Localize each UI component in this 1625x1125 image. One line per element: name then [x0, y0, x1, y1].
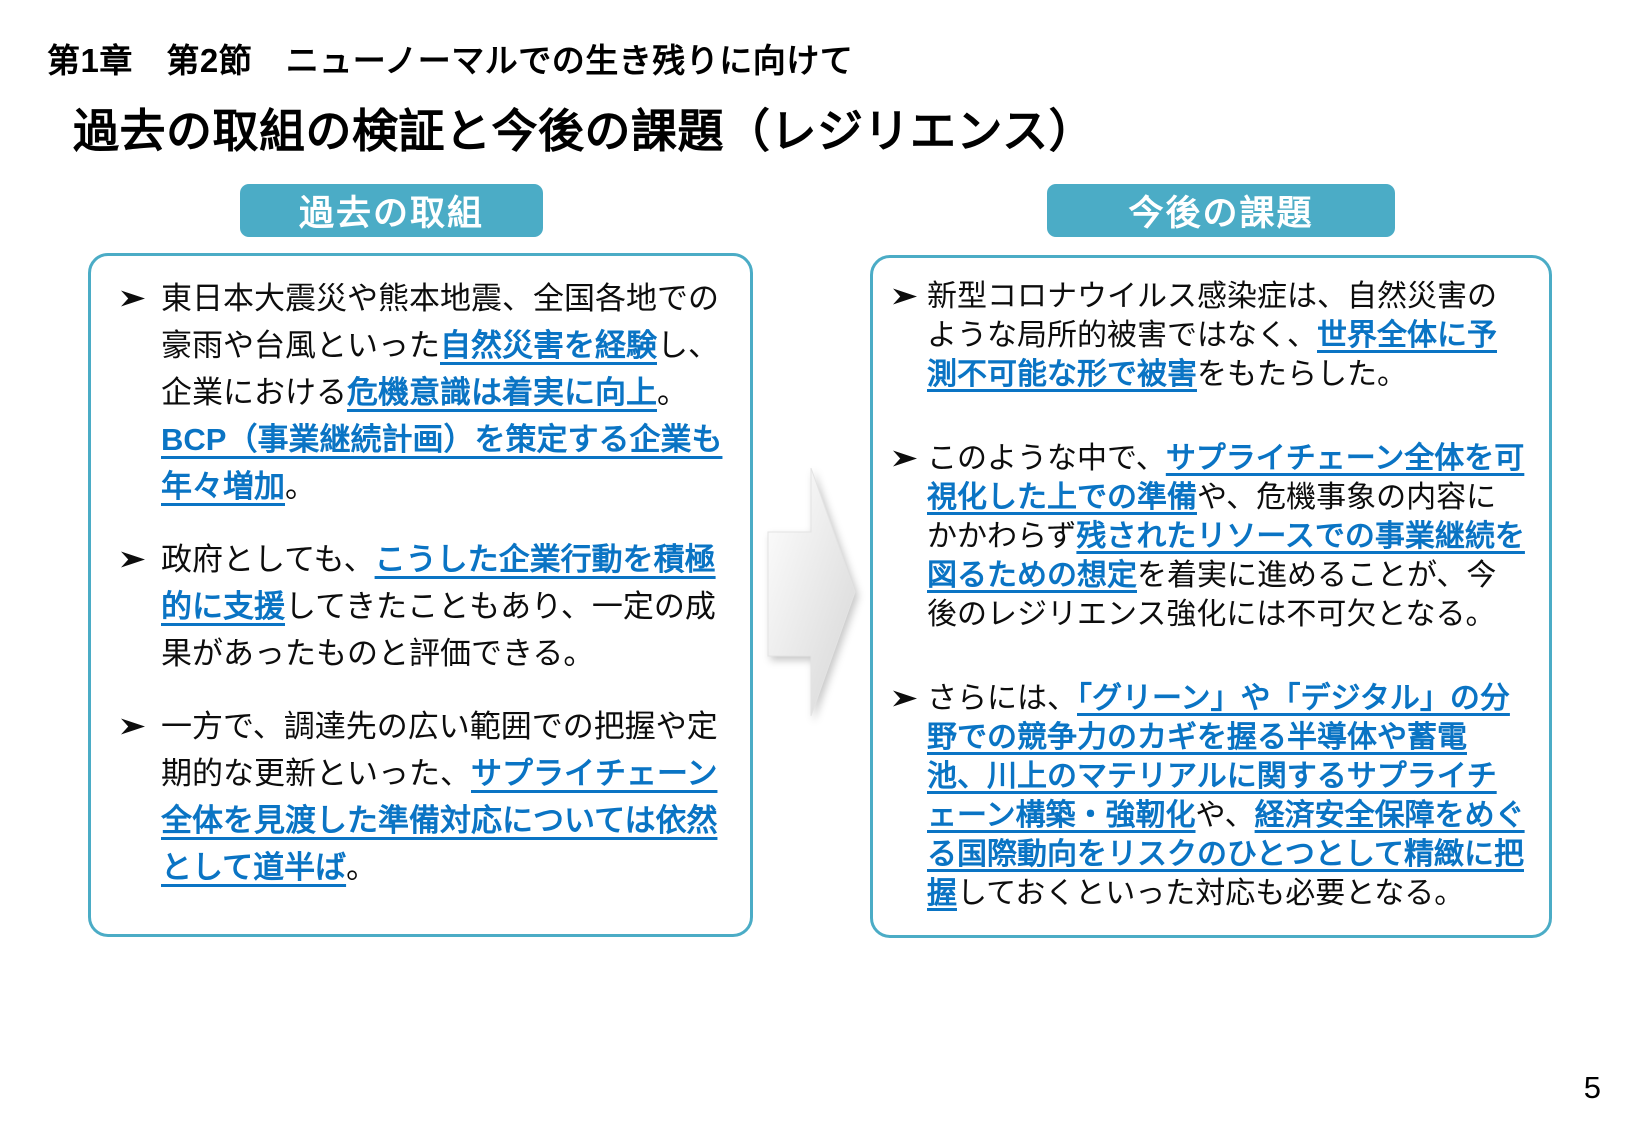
bullet-text: さらには、「グリーン」や「デジタル」の分野での競争力のカギを握る半導体や蓄電池、…	[927, 682, 1525, 910]
bullet-text: このような中で、サプライチェーン全体を可視化した上での準備や、危機事象の内容にか…	[927, 442, 1525, 631]
bullet-item: 政府としても、こうした企業行動を積極的に支援してきたこともあり、一定の成果があっ…	[113, 536, 725, 677]
bullet-marker	[885, 277, 927, 306]
bullet-item: このような中で、サプライチェーン全体を可視化した上での準備や、危機事象の内容にか…	[885, 439, 1525, 634]
arrowhead-right-icon	[121, 290, 145, 307]
bullet-item: 一方で、調達先の広い範囲での把握や定期的な更新といった、サプライチェーン全体を見…	[113, 703, 725, 891]
bullet-marker	[113, 703, 161, 736]
arrowhead-right-icon	[893, 450, 917, 467]
column-header-past: 過去の取組	[240, 184, 543, 237]
bullet-marker	[113, 536, 161, 569]
block-arrow-right-icon	[767, 467, 856, 717]
bullet-marker	[113, 275, 161, 308]
page-number: 5	[1583, 1070, 1601, 1105]
bullet-text: 新型コロナウイルス感染症は、自然災害のような局所的被害ではなく、世界全体に予測不…	[927, 280, 1497, 391]
arrowhead-right-icon	[121, 551, 145, 568]
past-efforts-box: 東日本大震災や熊本地震、全国各地での豪雨や台風といった自然災害を経験し、企業にお…	[88, 253, 753, 937]
bullet-text: 東日本大震災や熊本地震、全国各地での豪雨や台風といった自然災害を経験し、企業にお…	[161, 281, 723, 504]
bullet-item: 新型コロナウイルス感染症は、自然災害のような局所的被害ではなく、世界全体に予測不…	[885, 277, 1525, 394]
bullet-text: 一方で、調達先の広い範囲での把握や定期的な更新といった、サプライチェーン全体を見…	[161, 709, 718, 885]
bullet-text: 政府としても、こうした企業行動を積極的に支援してきたこともあり、一定の成果があっ…	[161, 542, 716, 671]
section-kicker: 第1章 第2節 ニューノーマルでの生き残りに向けて	[47, 42, 854, 79]
column-header-past-label: 過去の取組	[298, 194, 484, 233]
column-header-future-label: 今後の課題	[1128, 194, 1314, 233]
arrowhead-right-icon	[121, 718, 145, 735]
arrowhead-right-icon	[893, 288, 917, 305]
future-issues-box: 新型コロナウイルス感染症は、自然災害のような局所的被害ではなく、世界全体に予測不…	[870, 255, 1552, 938]
arrowhead-right-icon	[893, 690, 917, 707]
bullet-marker	[885, 439, 927, 468]
page-title: 過去の取組の検証と今後の課題（レジリエンス）	[73, 105, 1096, 157]
bullet-item: さらには、「グリーン」や「デジタル」の分野での競争力のカギを握る半導体や蓄電池、…	[885, 679, 1525, 913]
bullet-item: 東日本大震災や熊本地震、全国各地での豪雨や台風といった自然災害を経験し、企業にお…	[113, 275, 725, 510]
column-header-future: 今後の課題	[1047, 184, 1395, 237]
bullet-marker	[885, 679, 927, 708]
